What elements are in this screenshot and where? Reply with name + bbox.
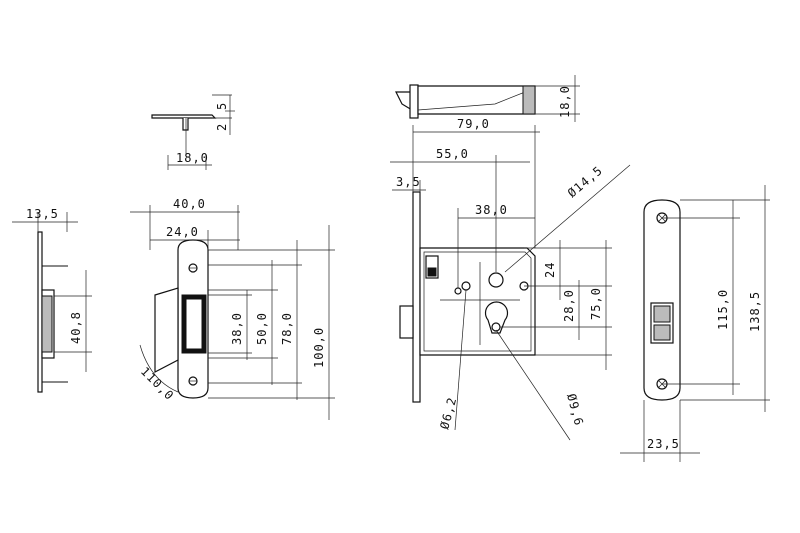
spindle-icon: [488, 272, 504, 288]
dim-strike-h-78: 78,0: [280, 312, 294, 345]
dim-strike-tab-height: 2: [215, 123, 229, 131]
dim-lock-75: 75,0: [589, 287, 603, 320]
dim-lock-diam-9-6: Ø9,6: [564, 392, 586, 427]
dim-face-138-5: 138,5: [748, 291, 762, 332]
dim-strike-h-100: 100,0: [312, 327, 326, 368]
face-plate-view: 115,0 138,5 23,5: [620, 185, 770, 462]
dim-face-115: 115,0: [716, 289, 730, 330]
dim-strike-h-50: 50,0: [255, 312, 269, 345]
dim-strike-width-inner: 24,0: [166, 225, 199, 239]
dim-lock-38: 38,0: [475, 203, 508, 217]
dim-side-height: 40,8: [69, 311, 83, 344]
dim-lock-diam-14-5: Ø14,5: [565, 163, 606, 200]
dim-lock-24: 24: [543, 262, 557, 278]
dim-lock-79: 79,0: [457, 117, 490, 131]
dim-lock-3-5: 3,5: [396, 175, 421, 189]
dim-lock-28: 28,0: [562, 289, 576, 322]
latch-view: 18,0: [395, 75, 580, 122]
dim-face-width: 23,5: [647, 437, 680, 451]
dim-latch-height: 18,0: [558, 85, 572, 118]
dim-strike-tab-width: 18,0: [176, 151, 209, 165]
dim-side-depth: 13,5: [26, 207, 59, 221]
dim-strike-width-outer: 40,0: [173, 197, 206, 211]
screw-icon: [461, 281, 471, 291]
dim-strike-tab-thickness: 5: [215, 102, 229, 110]
dim-strike-h-38: 38,0: [230, 312, 244, 345]
dim-lock-55: 55,0: [436, 147, 469, 161]
lock-body-view: 79,0 55,0 3,5 38,0 Ø14,5 24 28,0 75,0 Ø6…: [390, 117, 631, 441]
cylinder-hole-icon: [484, 301, 509, 334]
strike-plate-view: 110,0 40,0 24,0 38,0 50,0 78,0 100,0: [130, 197, 335, 420]
strike-tab-view: 5 2 18,0: [151, 94, 235, 170]
side-profile-view: 13,5 40,8: [12, 207, 92, 393]
